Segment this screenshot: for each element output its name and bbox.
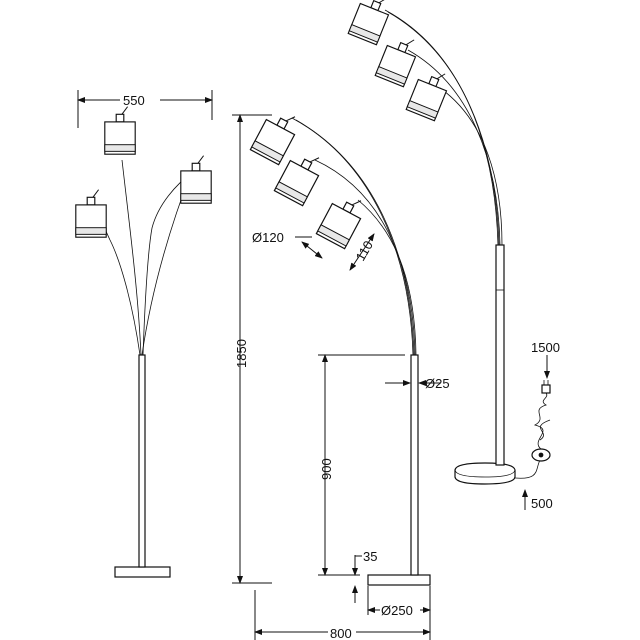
base [114,566,171,578]
lamp-shade [347,0,390,46]
arms [384,9,503,246]
base [454,462,516,485]
dimension-base-diameter: Ø250 [367,586,431,640]
lamp-shade [374,39,417,88]
arms [291,117,417,356]
dimension-shade: Ø120 110 [252,230,376,271]
dimension-label-pole-height: 900 [319,458,334,480]
dimension-label-pole-diameter: Ø25 [425,376,450,391]
lamp-shade [405,73,448,122]
dimension-label-total-height: 1850 [234,339,249,368]
lamp-shade [315,200,362,250]
dimension-pole-diameter: Ø25 [385,376,450,391]
pole [410,354,419,576]
dimension-label-shade-diameter: Ø120 [252,230,284,245]
dimension-label-base-diameter: Ø250 [381,603,413,618]
lamp-shade [273,157,320,207]
dimension-label-cable-length: 1500 [531,340,560,355]
dimension-cable: 1500 500 [522,340,560,511]
dimension-pole-height: 900 [318,354,405,576]
power-cable [514,380,551,479]
dimension-label-shade-height: 110 [353,238,376,263]
dimension-label-reach: 800 [330,626,352,640]
perspective-lamp: 1500 500 [347,0,560,511]
dimension-total-height: 1850 [232,114,272,584]
arms [92,159,196,356]
dimension-width: 550 [77,90,213,128]
plug [541,384,551,394]
lamp-shade [75,189,107,238]
dimension-base-height: 35 [352,549,377,603]
pole [495,244,505,466]
front-view-lamp: 550 [75,90,213,578]
pole [138,354,146,568]
dimension-label-base-height: 35 [363,549,377,564]
dimension-label-switch-distance: 500 [531,496,553,511]
dimension-reach: 800 [254,590,431,640]
lamp-shade [104,106,136,155]
side-view-lamp: 1850 900 35 Ø25 Ø250 [232,114,450,640]
base [367,574,431,586]
dimension-label-width: 550 [123,93,145,108]
lamp-shade [180,155,212,204]
lamp-shade [249,116,296,166]
